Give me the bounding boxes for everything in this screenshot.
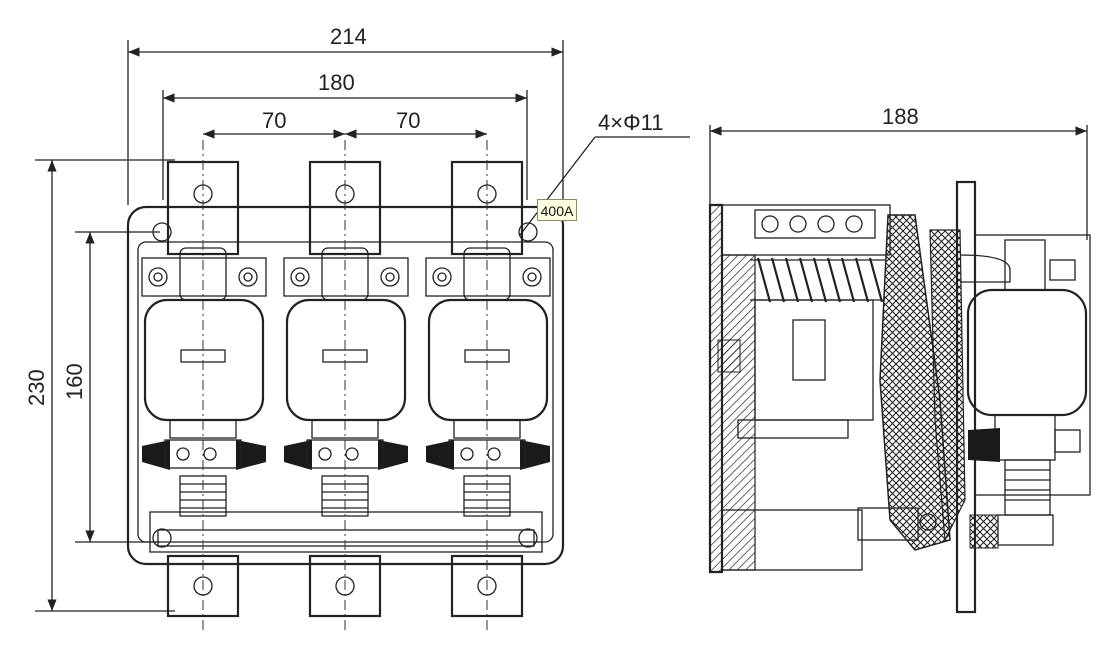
vacuum-interrupter xyxy=(966,288,1088,417)
label-pitch-left: 70 xyxy=(262,108,286,133)
label-mount-width: 180 xyxy=(318,70,355,95)
label-side-depth: 188 xyxy=(882,104,919,129)
pole-3 xyxy=(425,160,551,517)
front-view: 214 180 70 70 4×Φ11 230 xyxy=(24,24,690,630)
mount-hole xyxy=(152,528,172,548)
label-overall-height: 230 xyxy=(24,369,49,406)
dimension-side-depth: 188 xyxy=(709,104,1088,240)
dimension-overall-height: 230 xyxy=(24,159,175,612)
dimension-mount-height: 160 xyxy=(62,231,160,543)
pole-1 xyxy=(141,160,267,517)
hole-callout: 4×Φ11 xyxy=(519,110,690,236)
dimension-pitch: 70 70 xyxy=(203,108,487,139)
label-pitch-right: 70 xyxy=(396,108,420,133)
side-view: 188 xyxy=(708,104,1091,614)
dimension-overall-width: 214 xyxy=(127,24,564,205)
pole-2 xyxy=(283,160,409,517)
label-holes: 4×Φ11 xyxy=(598,110,663,135)
rating-badge: 400A xyxy=(537,199,577,221)
mount-hole xyxy=(518,222,538,242)
label-overall-width: 214 xyxy=(330,24,367,49)
dimension-mount-width: 180 xyxy=(162,70,528,200)
mount-hole xyxy=(152,222,172,242)
spring xyxy=(750,257,885,303)
label-mount-height: 160 xyxy=(62,363,87,400)
mount-hole xyxy=(518,528,538,548)
